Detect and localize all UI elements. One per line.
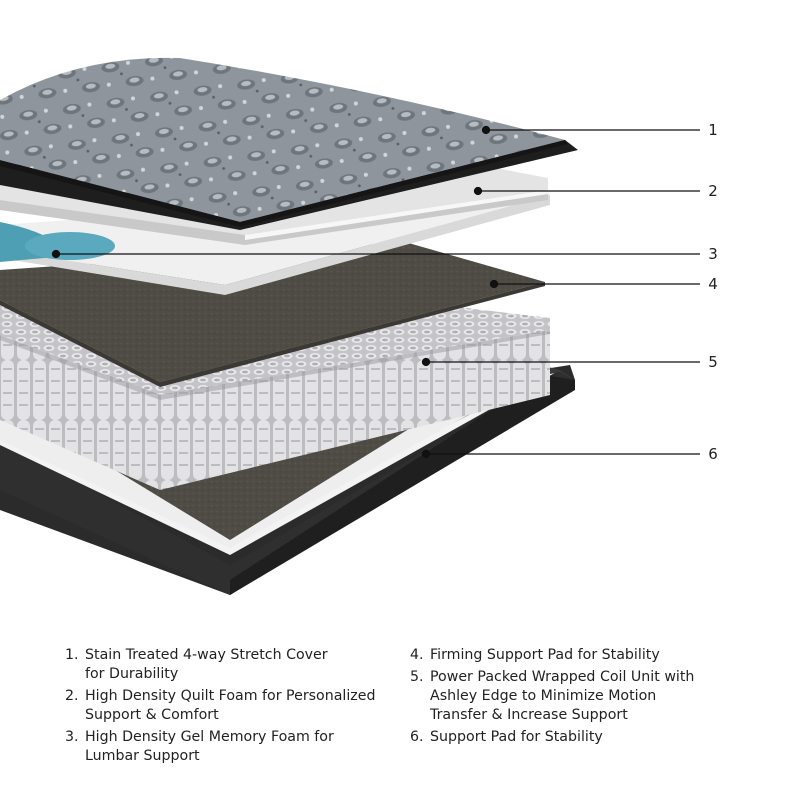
legend-text: Stain Treated 4-way Stretch Cover — [85, 647, 328, 663]
layer-legend: 1. Stain Treated 4-way Stretch Cover for… — [0, 640, 800, 800]
legend-text: Support Pad for Stability — [430, 729, 603, 745]
legend-item-5: 5. Power Packed Wrapped Coil Unit with A… — [410, 668, 694, 725]
legend-item-3: 3. High Density Gel Memory Foam for Lumb… — [65, 728, 334, 766]
callout-2: 2 — [708, 182, 718, 200]
legend-item-1: 1. Stain Treated 4-way Stretch Cover for… — [65, 646, 328, 684]
legend-text: Support & Comfort — [85, 707, 219, 723]
legend-text: Lumbar Support — [85, 748, 200, 764]
legend-number: 1. — [65, 647, 79, 663]
stretch-cover — [0, 57, 578, 230]
legend-item-2: 2. High Density Quilt Foam for Personali… — [65, 687, 376, 725]
legend-text: Transfer & Increase Support — [430, 707, 628, 723]
callout-1: 1 — [708, 121, 718, 139]
callout-5: 5 — [708, 353, 718, 371]
legend-number: 2. — [65, 688, 79, 704]
legend-text: High Density Gel Memory Foam for — [85, 729, 334, 745]
legend-number: 5. — [410, 669, 424, 685]
legend-text: Power Packed Wrapped Coil Unit with — [430, 669, 695, 685]
mattress-diagram: 1 2 3 4 5 6 — [0, 57, 718, 595]
legend-item-6: 6. Support Pad for Stability — [410, 728, 603, 747]
legend-item-4: 4. Firming Support Pad for Stability — [410, 646, 660, 665]
legend-text: for Durability — [85, 666, 179, 682]
legend-text: Ashley Edge to Minimize Motion — [430, 688, 657, 704]
leader-lines — [51, 125, 700, 459]
legend-number: 4. — [410, 647, 424, 663]
mattress-layers-illustration — [0, 57, 700, 595]
legend-text: High Density Quilt Foam for Personalized — [85, 688, 376, 704]
callout-3: 3 — [708, 245, 718, 263]
callout-4: 4 — [708, 275, 718, 293]
legend-text: Firming Support Pad for Stability — [430, 647, 660, 663]
legend-number: 3. — [65, 729, 79, 745]
legend-number: 6. — [410, 729, 424, 745]
callout-6: 6 — [708, 445, 718, 463]
